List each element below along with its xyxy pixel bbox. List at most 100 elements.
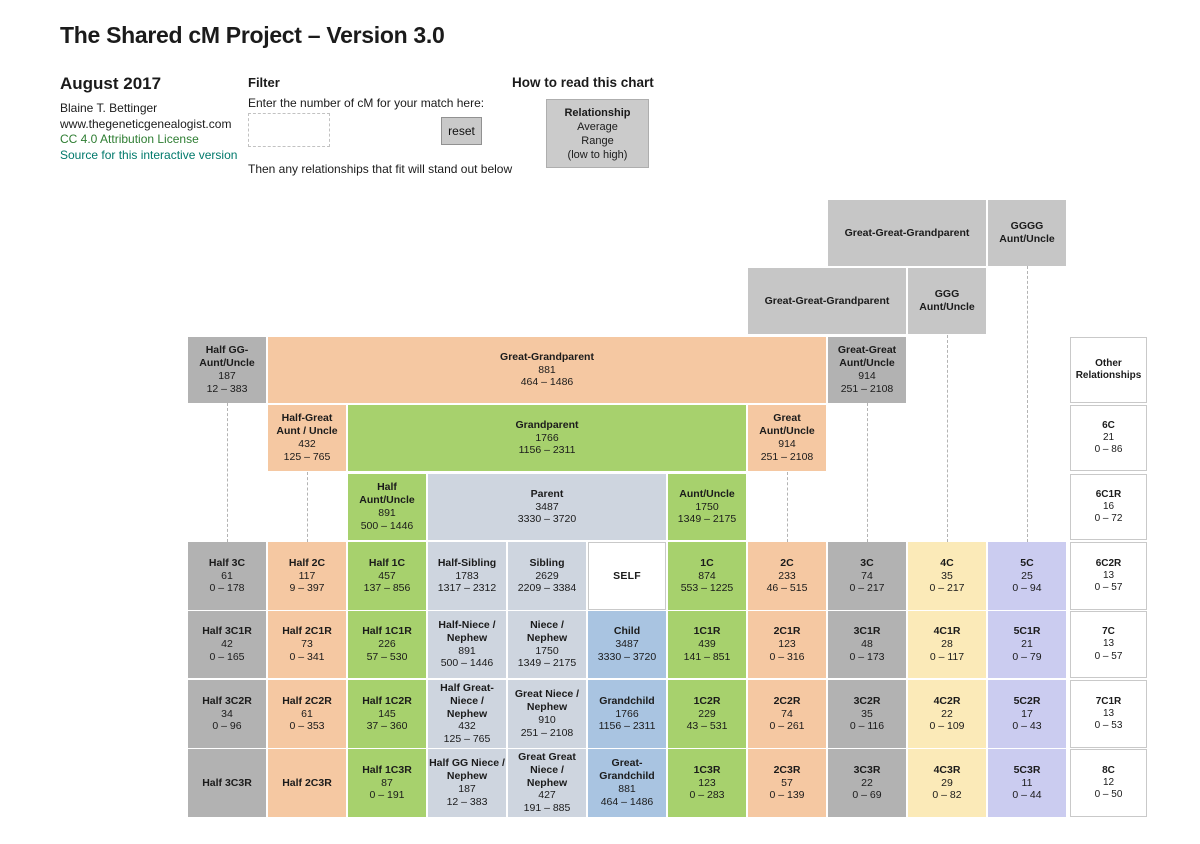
cell-label: 6C2R: [1095, 557, 1122, 569]
cell-average: 3487: [615, 638, 639, 651]
cell-range: 137 – 856: [363, 582, 411, 595]
cell-average: 874: [698, 569, 716, 582]
legend-range: Range: [581, 134, 614, 147]
legend-relationship: Relationship: [564, 106, 631, 119]
legend-low-high: (low to high): [567, 148, 628, 161]
cell-label: Half-Niece / Nephew: [438, 618, 496, 644]
cell-average: 13: [1102, 569, 1115, 581]
cell-label: Half-Great Aunt / Uncle: [276, 412, 338, 438]
cell-label: Aunt/Uncle: [679, 487, 735, 500]
cell-average: 432: [298, 438, 316, 450]
cell-label: 5C1R: [1013, 625, 1041, 638]
cell-half-3c3r: Half 3C3R: [188, 749, 266, 817]
cell-label: 5C3R: [1013, 763, 1041, 776]
cell-range: 3330 – 3720: [597, 650, 657, 663]
cell-label: 4C3R: [933, 763, 961, 776]
cm-input[interactable]: [248, 113, 330, 147]
cell-label: 3C2R: [853, 694, 881, 707]
cell-average: 34: [221, 707, 233, 720]
cell-label: Sibling: [529, 556, 565, 569]
cell-label: Half GG Niece / Nephew: [429, 757, 505, 783]
cell-half-2c3r: Half 2C3R: [268, 749, 346, 817]
cell-label: 5C: [1020, 556, 1034, 569]
cell-average: 891: [378, 507, 396, 519]
cell-average: 187: [218, 370, 236, 382]
cell-label: 3C3R: [853, 763, 881, 776]
cell-average: 25: [1021, 569, 1033, 582]
cell-range: 9 – 397: [289, 582, 325, 595]
page-title: The Shared cM Project – Version 3.0: [60, 22, 445, 48]
cell-label: GGG Aunt/Uncle: [919, 288, 975, 313]
filter-heading: Filter: [248, 75, 280, 90]
cell-range: 0 – 69: [852, 789, 882, 802]
cell-great-great-grandparent: Great-Great-Grandparent: [748, 268, 906, 334]
author-website: www.thegeneticgenealogist.com: [60, 116, 232, 131]
cell-range: 0 – 72: [1094, 513, 1123, 525]
cell-range: 1156 – 2311: [598, 720, 656, 733]
cell-average: 42: [221, 638, 233, 651]
cell-range: 0 – 353: [289, 720, 325, 733]
cell-range: 141 – 851: [683, 650, 731, 663]
reset-button[interactable]: reset: [441, 117, 482, 145]
cell-label: Half 3C1R: [202, 625, 252, 638]
cell-label: 2C2R: [773, 694, 801, 707]
cell-range: 0 – 261: [769, 720, 805, 733]
cell-average: 914: [858, 370, 876, 382]
cell-average: 29: [941, 776, 953, 789]
dotted-connector: [947, 335, 948, 542]
cell-average: 2629: [535, 569, 559, 582]
cell-average: 21: [1021, 638, 1033, 651]
cell-label: 2C1R: [773, 625, 801, 638]
cell-range: 0 – 173: [849, 650, 885, 663]
cell-average: 117: [298, 569, 316, 582]
cell-average: 123: [778, 638, 796, 651]
cell-range: 2209 – 3384: [517, 582, 577, 595]
cell-average: 73: [301, 638, 313, 651]
cell-range: 12 – 383: [206, 382, 248, 395]
cell-label: Great-Grandparent: [500, 350, 594, 363]
cell-label: Great Great Niece / Nephew: [518, 751, 576, 789]
legend-average: Average: [577, 120, 618, 133]
cell-range: 37 – 360: [366, 720, 408, 733]
cell-label: 7C1R: [1095, 695, 1122, 707]
cell-average: 1783: [455, 569, 479, 582]
cell-average: 891: [458, 644, 476, 657]
cell-average: 35: [861, 707, 873, 720]
cell-label: Half 3C2R: [202, 694, 252, 707]
cell-label: Half 2C3R: [282, 776, 332, 789]
cell-label: 7C: [1102, 626, 1115, 638]
cell-label: 2C: [780, 556, 794, 569]
cell-range: 0 – 50: [1094, 789, 1123, 801]
cell-label: Half Aunt/Uncle: [359, 481, 415, 507]
cell-range: 0 – 316: [769, 650, 805, 663]
cell-label: Half 3C: [208, 556, 246, 569]
cell-range: 0 – 283: [689, 789, 725, 802]
cell-label: 8C: [1102, 764, 1115, 776]
cell-average: 87: [381, 776, 393, 789]
cell-average: 1766: [615, 707, 639, 720]
source-link[interactable]: Source for this interactive version: [60, 147, 238, 162]
cell-range: 464 – 1486: [520, 376, 574, 389]
cell-great-great-grandparent-top: Great-Great-Grandparent: [828, 200, 986, 266]
cell-label: Great-Great Aunt/Uncle: [837, 344, 897, 370]
cell-average: 21: [1102, 431, 1115, 443]
license-link[interactable]: CC 4.0 Attribution License: [60, 132, 199, 146]
cell-range: 0 – 178: [209, 582, 245, 595]
